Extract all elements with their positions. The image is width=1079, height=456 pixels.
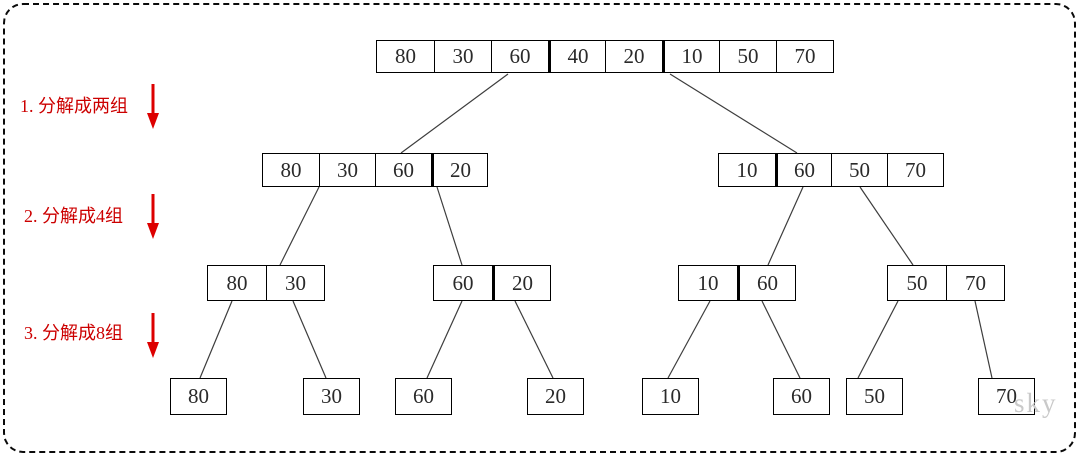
array-level2-right: 10 60 50 70: [718, 153, 944, 187]
array-cell: 60: [737, 266, 795, 300]
array-cell: 80: [188, 384, 209, 408]
array-level4-b2: 30: [303, 378, 360, 415]
array-cell: 20: [605, 41, 662, 72]
array-cell: 80: [280, 157, 302, 182]
array-level4-b4: 20: [527, 378, 584, 415]
array-cell: 60: [775, 154, 831, 186]
array-cell: 10: [697, 270, 719, 295]
array-level3-g3: 10 60: [678, 265, 796, 301]
array-cell: 60: [413, 384, 434, 408]
array-cell: 20: [492, 266, 550, 300]
array-cell: 10: [660, 384, 681, 408]
array-level4-b7: 50: [846, 378, 903, 415]
array-cell: 70: [776, 41, 833, 72]
array-cell: 50: [864, 384, 885, 408]
step-label-2: 2. 分解成4组: [24, 206, 123, 226]
array-cell: 60: [791, 384, 812, 408]
array-cell: 50: [831, 154, 887, 186]
array-level3-g1: 80 30: [207, 265, 325, 301]
array-cell: 60: [375, 154, 431, 186]
array-level1: 80 30 60 40 20 10 50 70: [376, 40, 834, 73]
array-cell: 70: [887, 154, 943, 186]
array-cell: 70: [996, 384, 1017, 408]
array-cell: 10: [736, 157, 758, 182]
array-cell: 60: [452, 270, 474, 295]
array-cell: 20: [431, 154, 487, 186]
array-level4-b1: 80: [170, 378, 227, 415]
array-cell: 70: [946, 266, 1004, 300]
array-cell: 30: [321, 384, 342, 408]
array-cell: 10: [662, 41, 719, 72]
array-level4-b8: 70: [978, 378, 1035, 415]
array-level4-b5: 10: [642, 378, 699, 415]
array-level3-g4: 50 70: [887, 265, 1005, 301]
array-level4-b6: 60: [773, 378, 830, 415]
watermark: sky: [1014, 388, 1058, 418]
down-arrow-icon: [147, 84, 159, 129]
array-cell: 30: [266, 266, 324, 300]
array-cell: 40: [548, 41, 605, 72]
step-label-1: 1. 分解成两组: [20, 96, 128, 116]
array-cell: 50: [719, 41, 776, 72]
array-cell: 60: [491, 41, 548, 72]
array-cell: 50: [906, 270, 928, 295]
array-level4-b3: 60: [395, 378, 452, 415]
down-arrow-icon: [147, 194, 159, 239]
array-cell: 80: [395, 44, 416, 68]
array-cell: 20: [545, 384, 566, 408]
array-cell: 30: [434, 41, 491, 72]
array-level2-left: 80 30 60 20: [262, 153, 488, 187]
array-cell: 80: [226, 270, 248, 295]
array-level3-g2: 60 20: [433, 265, 551, 301]
down-arrow-icon: [147, 313, 159, 358]
step-label-3: 3. 分解成8组: [24, 323, 123, 343]
array-cell: 30: [319, 154, 375, 186]
